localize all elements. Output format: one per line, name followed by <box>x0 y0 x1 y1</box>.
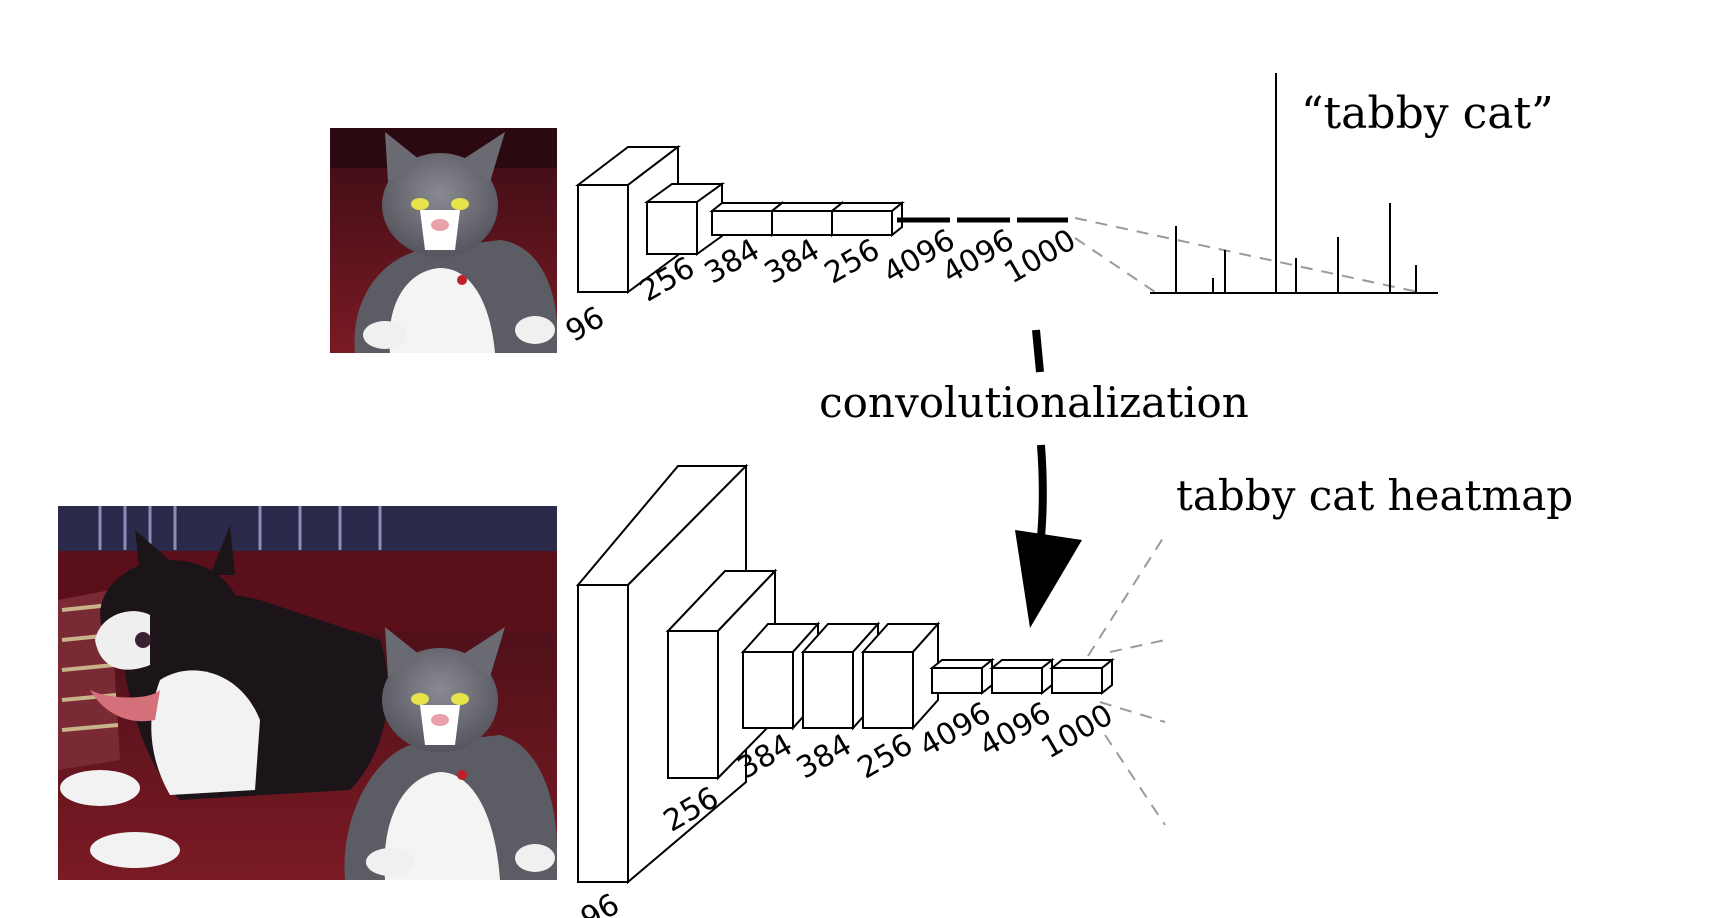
bottom-output-label: tabby cat heatmap <box>1176 471 1573 520</box>
bottom-network: 96 256 384 384 256 4096 4096 1000 tabby … <box>575 463 1573 918</box>
bottom-input-image <box>58 506 557 880</box>
bottom-label-1: 96 <box>575 887 626 918</box>
bottom-layer-fc1000 <box>1049 657 1115 696</box>
bottom-layer-fc4096a <box>929 657 995 696</box>
bottom-layer-fc4096b <box>989 657 1055 696</box>
bottom-label-5: 256 <box>852 727 919 786</box>
convolutionalization-arrow <box>1015 329 1082 628</box>
class-score-histogram <box>1150 73 1438 294</box>
bottom-label-8: 1000 <box>1035 698 1119 766</box>
arrow-label: convolutionalization <box>819 378 1249 427</box>
top-label-1: 96 <box>560 300 611 349</box>
top-label-8: 1000 <box>998 223 1082 291</box>
top-label-4: 384 <box>759 232 826 291</box>
top-network: 96 256 384 384 256 4096 4096 1000 “tabby… <box>560 73 1554 349</box>
dog <box>60 525 389 868</box>
bottom-layer-256b <box>860 621 941 731</box>
cat <box>344 627 557 880</box>
top-layer-256 <box>643 182 726 256</box>
top-layer-256b <box>829 200 905 238</box>
bottom-label-4: 384 <box>791 727 858 786</box>
top-input-image <box>330 128 557 353</box>
top-output-label: “tabby cat” <box>1301 88 1554 139</box>
top-label-5: 256 <box>819 232 886 291</box>
